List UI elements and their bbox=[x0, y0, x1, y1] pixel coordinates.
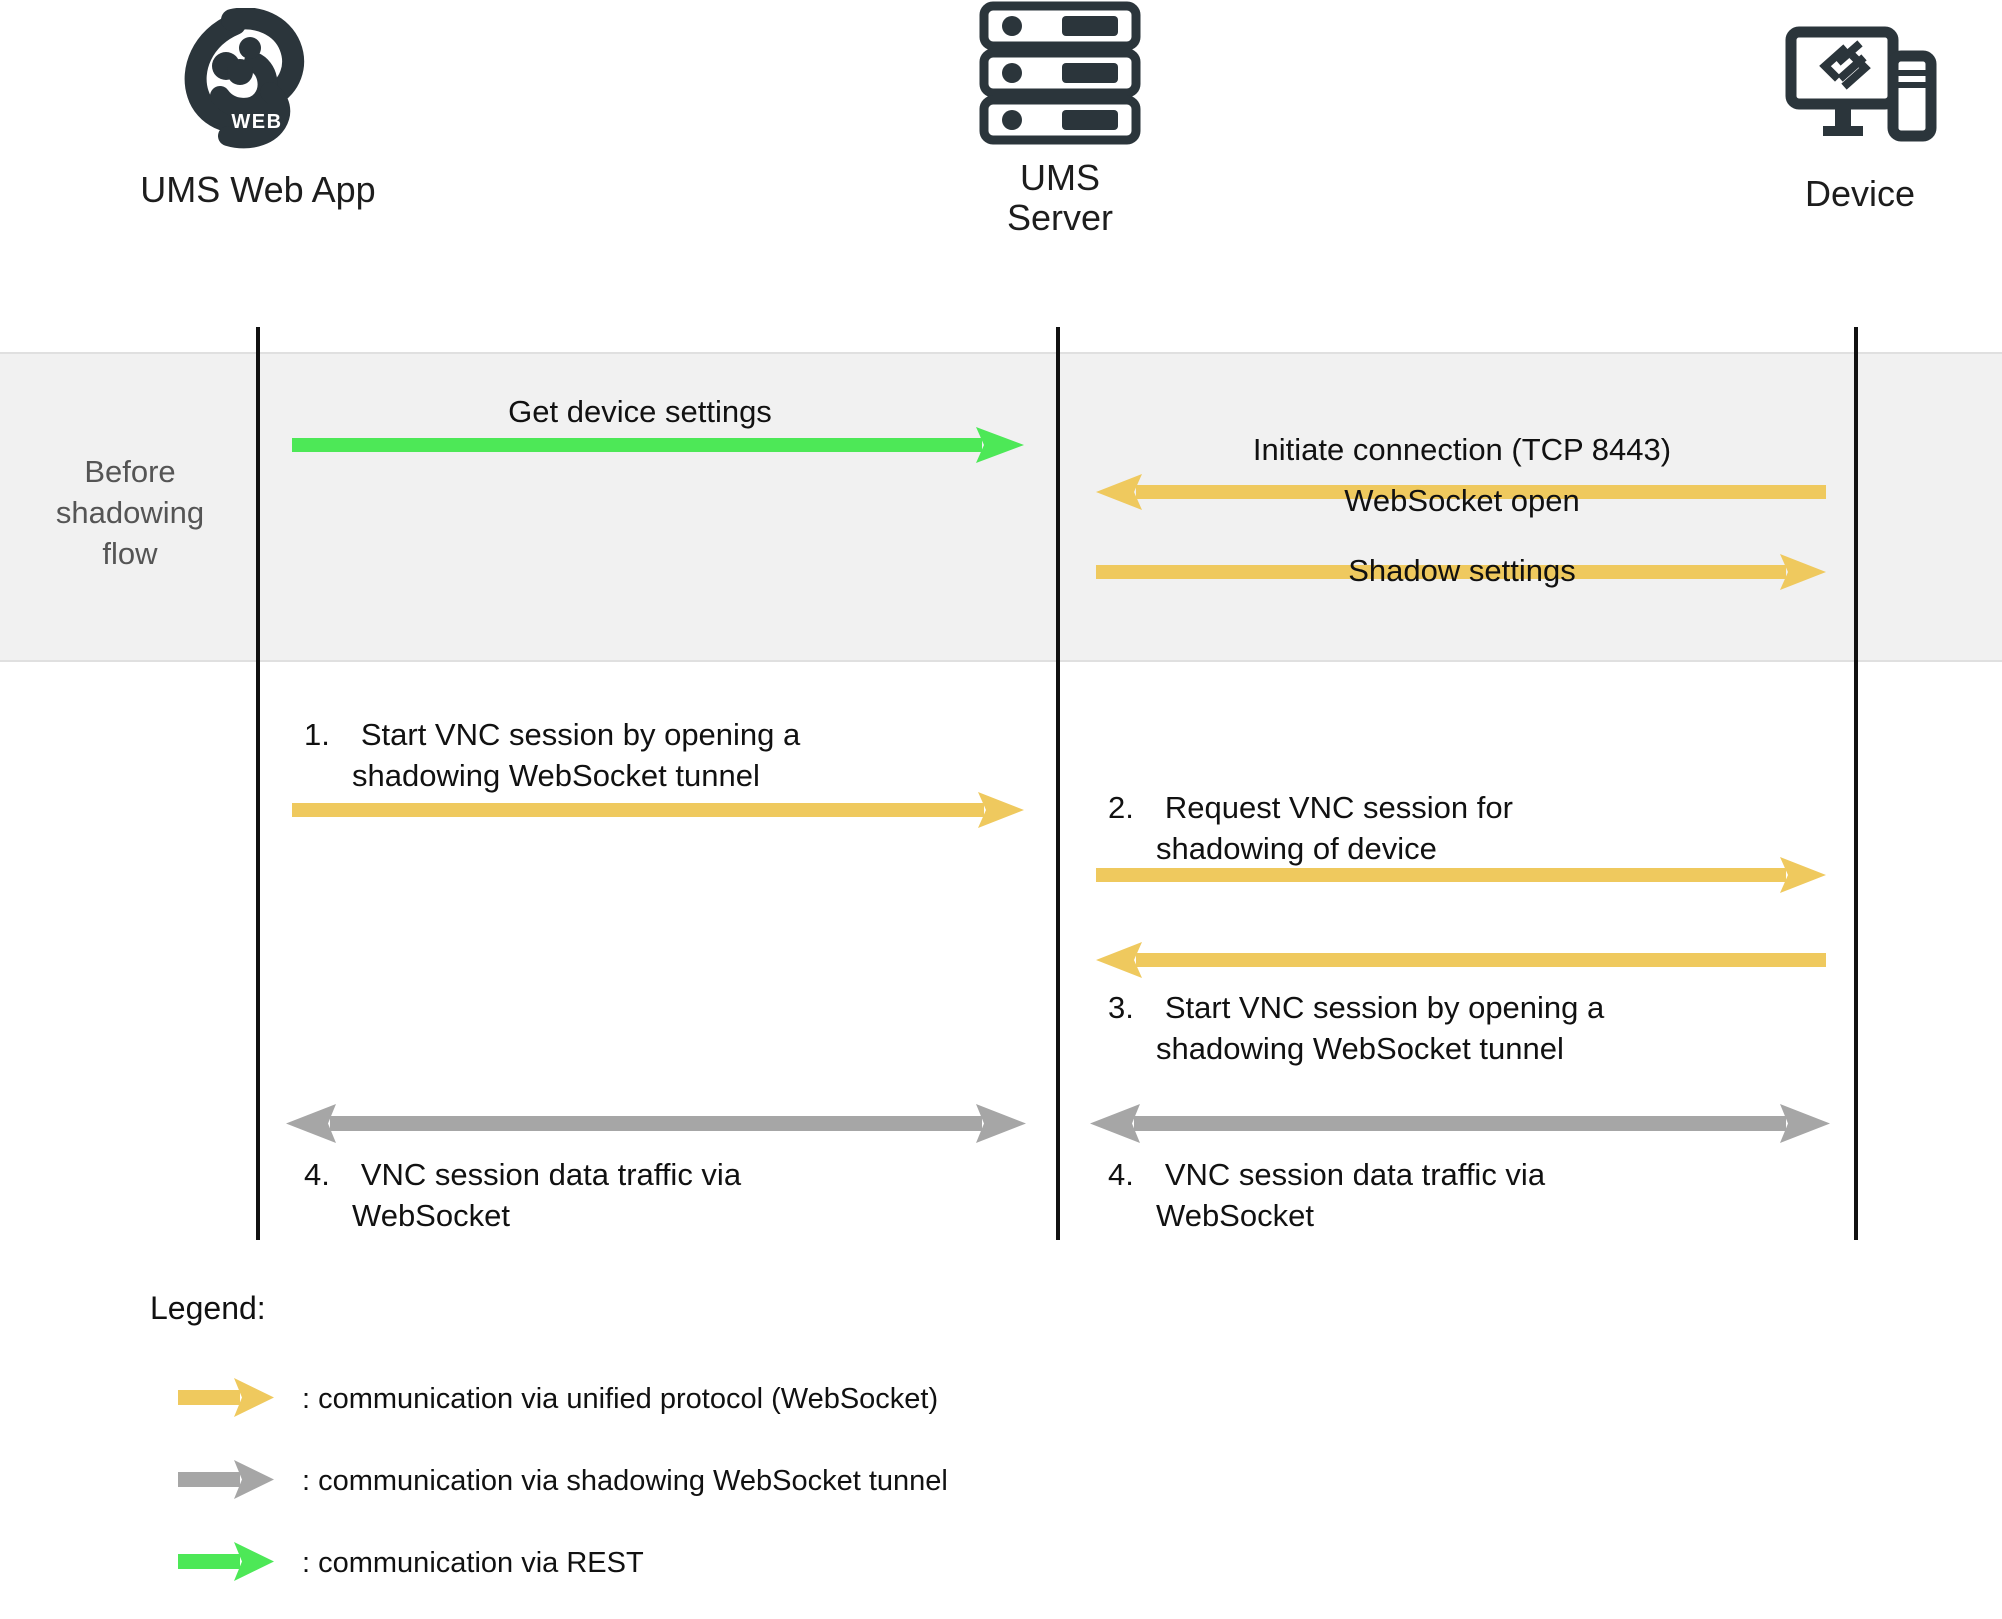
message-arrow-step-2-request-vnc bbox=[1096, 855, 1826, 895]
message-label-step-1-start-vnc: 1. Start VNC session by opening a shadow… bbox=[304, 717, 801, 793]
legend-title: Legend: bbox=[150, 1290, 266, 1326]
message-arrow-step-4-vnc-traffic-right bbox=[1090, 1100, 1830, 1148]
message-label-step-4-vnc-traffic-right: 4. VNC session data traffic via WebSocke… bbox=[1108, 1157, 1546, 1233]
phase-band-label: Before shadowing flow bbox=[55, 454, 205, 571]
desktop-monitor-icon bbox=[1720, 22, 2000, 162]
legend-item-rest: : communication via REST bbox=[150, 1537, 1250, 1589]
actor-ums-server: UMS Server bbox=[940, 0, 1180, 237]
actor-device: Device bbox=[1720, 22, 2000, 214]
svg-text:WEB: WEB bbox=[231, 111, 282, 133]
phase-band-before-shadowing-flow bbox=[0, 352, 2002, 662]
message-arrow-step-3-start-vnc bbox=[1096, 940, 1826, 980]
message-arrow-step-4-vnc-traffic-left bbox=[286, 1100, 1026, 1148]
lifeline-ums-server bbox=[1056, 327, 1060, 1240]
message-arrow-step-1-start-vnc bbox=[292, 790, 1024, 830]
message-label-websocket-open: WebSocket open bbox=[1344, 483, 1580, 518]
legend: Legend: : communication via unified prot… bbox=[150, 1290, 1250, 1619]
actor-label-ums-server: UMS Server bbox=[1006, 157, 1114, 238]
message-label-step-3-start-vnc: 3. Start VNC session by opening a shadow… bbox=[1108, 990, 1605, 1066]
message-label-initiate-connection: Initiate connection (TCP 8443) bbox=[1252, 432, 1672, 467]
legend-arrow-rest-icon bbox=[178, 1538, 274, 1589]
legend-label-rest: : communication via REST bbox=[302, 1546, 644, 1579]
lifeline-ums-web-app bbox=[256, 327, 260, 1240]
ums-web-logo-icon: WEB bbox=[108, 8, 408, 158]
legend-label-unified-protocol: : communication via unified protocol (We… bbox=[302, 1382, 939, 1415]
legend-item-shadowing-tunnel: : communication via shadowing WebSocket … bbox=[150, 1455, 1250, 1507]
message-arrow-initiate-connection bbox=[1096, 472, 1826, 512]
actor-label-ums-web-app: UMS Web App bbox=[140, 169, 376, 210]
legend-item-unified-protocol: : communication via unified protocol (We… bbox=[150, 1373, 1250, 1425]
lifeline-device bbox=[1854, 327, 1858, 1240]
message-label-step-2-request-vnc: 2. Request VNC session for shadowing of … bbox=[1108, 790, 1513, 866]
server-rack-icon bbox=[940, 0, 1180, 146]
legend-label-shadowing-tunnel: : communication via shadowing WebSocket … bbox=[302, 1464, 948, 1497]
actor-ums-web-app: WEB UMS Web App bbox=[108, 8, 408, 210]
legend-arrow-shadowing-tunnel-icon bbox=[178, 1456, 274, 1507]
message-label-get-device-settings: Get device settings bbox=[508, 394, 772, 429]
message-arrow-websocket-open bbox=[1096, 552, 1826, 592]
message-label-shadow-settings: Shadow settings bbox=[1348, 553, 1576, 588]
legend-arrow-unified-protocol-icon bbox=[178, 1374, 274, 1425]
message-label-step-4-vnc-traffic-left: 4. VNC session data traffic via WebSocke… bbox=[304, 1157, 742, 1233]
actor-label-device: Device bbox=[1804, 173, 1916, 214]
message-arrow-get-device-settings bbox=[292, 425, 1024, 465]
